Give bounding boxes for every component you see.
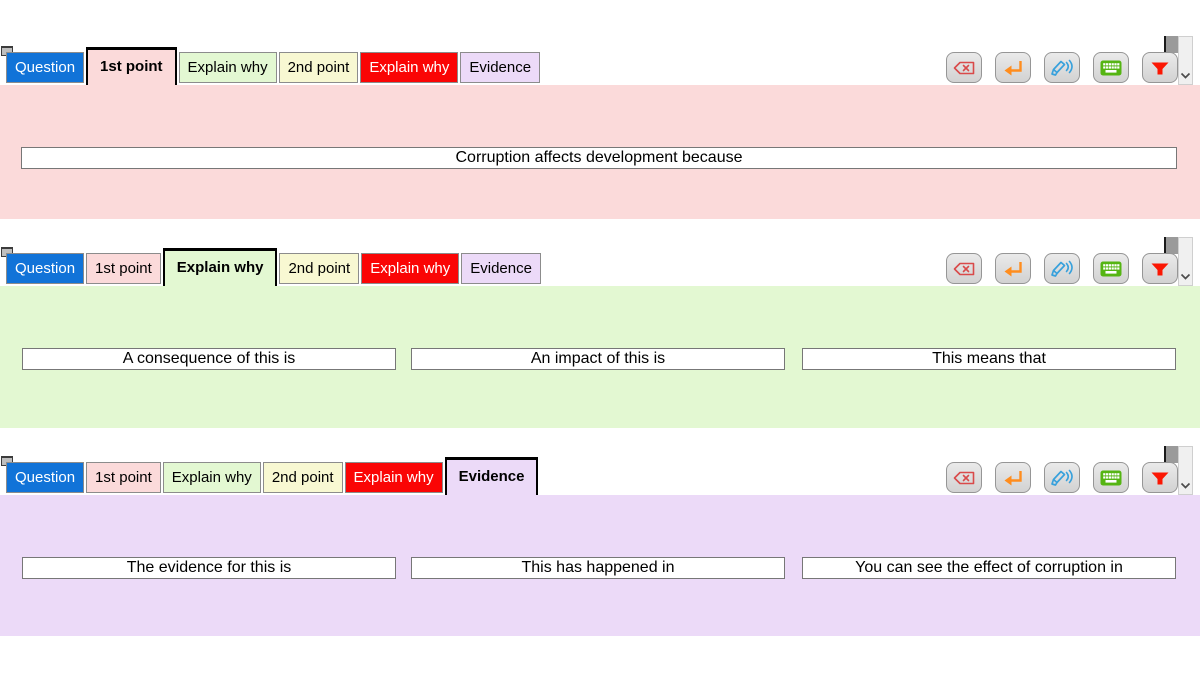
tab-bar: Question 1st point Explain why 2nd point… bbox=[0, 36, 1200, 85]
sentence-starter-cell[interactable]: A consequence of this is bbox=[22, 348, 396, 370]
tab-evidence[interactable]: Evidence bbox=[444, 457, 539, 495]
sentence-starter-cell[interactable]: This means that bbox=[802, 348, 1176, 370]
tab-evidence[interactable]: Evidence bbox=[461, 253, 541, 284]
tab-explain-why-2[interactable]: Explain why bbox=[344, 462, 443, 493]
return-arrow-icon bbox=[1004, 470, 1022, 485]
backspace-button[interactable] bbox=[946, 52, 982, 83]
tab-1st-point[interactable]: 1st point bbox=[86, 462, 161, 493]
grid-menu-button[interactable] bbox=[1142, 462, 1178, 493]
return-arrow-icon bbox=[1004, 261, 1022, 276]
tab-explain-why-1[interactable]: Explain why bbox=[162, 462, 261, 493]
panel-content: Corruption affects development because bbox=[0, 85, 1200, 219]
scrollbar[interactable] bbox=[1178, 237, 1193, 286]
tab-explain-why-1[interactable]: Explain why bbox=[162, 248, 278, 286]
tab-explain-why-1[interactable]: Explain why bbox=[178, 52, 277, 83]
keyboard-icon bbox=[1100, 60, 1122, 75]
keyboard-button[interactable] bbox=[1093, 253, 1129, 284]
return-button[interactable] bbox=[995, 253, 1031, 284]
scrollbar[interactable] bbox=[1178, 446, 1193, 495]
return-button[interactable] bbox=[995, 52, 1031, 83]
grid-menu-button[interactable] bbox=[1142, 52, 1178, 83]
backspace-button[interactable] bbox=[946, 253, 982, 284]
keyboard-button[interactable] bbox=[1093, 52, 1129, 83]
chevron-down-icon bbox=[1180, 72, 1191, 79]
panel-content: A consequence of this is An impact of th… bbox=[0, 286, 1200, 428]
grid-menu-button[interactable] bbox=[1142, 253, 1178, 284]
tab-question[interactable]: Question bbox=[6, 462, 85, 493]
tab-explain-why-2[interactable]: Explain why bbox=[361, 253, 460, 284]
tab-question[interactable]: Question bbox=[6, 253, 85, 284]
panel-content: The evidence for this is This has happen… bbox=[0, 495, 1200, 636]
tab-bar: Question 1st point Explain why 2nd point… bbox=[0, 237, 1200, 286]
tab-evidence[interactable]: Evidence bbox=[460, 52, 541, 83]
sentence-starter-cell[interactable]: You can see the effect of corruption in bbox=[802, 557, 1176, 579]
keyboard-icon bbox=[1100, 470, 1122, 485]
return-arrow-icon bbox=[1004, 60, 1022, 75]
panel-evidence: Question 1st point Explain why 2nd point… bbox=[0, 446, 1200, 636]
backspace-button[interactable] bbox=[946, 462, 982, 493]
tab-question[interactable]: Question bbox=[6, 52, 85, 83]
scrollbar-thumb[interactable] bbox=[1164, 36, 1179, 53]
backspace-icon bbox=[953, 471, 975, 484]
speak-button[interactable] bbox=[1044, 253, 1080, 284]
speak-button[interactable] bbox=[1044, 52, 1080, 83]
panel-explain-why: Question 1st point Explain why 2nd point… bbox=[0, 237, 1200, 428]
megaphone-icon bbox=[1051, 260, 1073, 277]
sentence-starter-cell[interactable]: The evidence for this is bbox=[22, 557, 396, 579]
megaphone-icon bbox=[1051, 59, 1073, 76]
keyboard-icon bbox=[1100, 261, 1122, 276]
sentence-starter-cell[interactable]: This has happened in bbox=[411, 557, 785, 579]
toolbar bbox=[946, 52, 1178, 83]
scrollbar-thumb[interactable] bbox=[1164, 446, 1179, 463]
chevron-down-icon bbox=[1180, 482, 1191, 489]
backspace-icon bbox=[953, 61, 975, 74]
sentence-starter-cell[interactable]: Corruption affects development because bbox=[21, 147, 1177, 169]
scrollbar[interactable] bbox=[1178, 36, 1193, 85]
return-button[interactable] bbox=[995, 462, 1031, 493]
funnel-icon bbox=[1151, 472, 1169, 484]
tab-1st-point[interactable]: 1st point bbox=[86, 253, 161, 284]
tab-1st-point[interactable]: 1st point bbox=[86, 47, 177, 85]
speak-button[interactable] bbox=[1044, 462, 1080, 493]
tab-bar: Question 1st point Explain why 2nd point… bbox=[0, 446, 1200, 495]
toolbar bbox=[946, 253, 1178, 284]
panel-1st-point: Question 1st point Explain why 2nd point… bbox=[0, 36, 1200, 219]
funnel-icon bbox=[1151, 263, 1169, 275]
keyboard-button[interactable] bbox=[1093, 462, 1129, 493]
tab-2nd-point[interactable]: 2nd point bbox=[262, 462, 343, 493]
tab-2nd-point[interactable]: 2nd point bbox=[279, 253, 360, 284]
scrollbar-thumb[interactable] bbox=[1164, 237, 1179, 254]
tab-explain-why-2[interactable]: Explain why bbox=[360, 52, 459, 83]
sentence-starter-cell[interactable]: An impact of this is bbox=[411, 348, 785, 370]
funnel-icon bbox=[1151, 62, 1169, 74]
chevron-down-icon bbox=[1180, 273, 1191, 280]
backspace-icon bbox=[953, 262, 975, 275]
tab-2nd-point[interactable]: 2nd point bbox=[278, 52, 359, 83]
megaphone-icon bbox=[1051, 469, 1073, 486]
toolbar bbox=[946, 462, 1178, 493]
